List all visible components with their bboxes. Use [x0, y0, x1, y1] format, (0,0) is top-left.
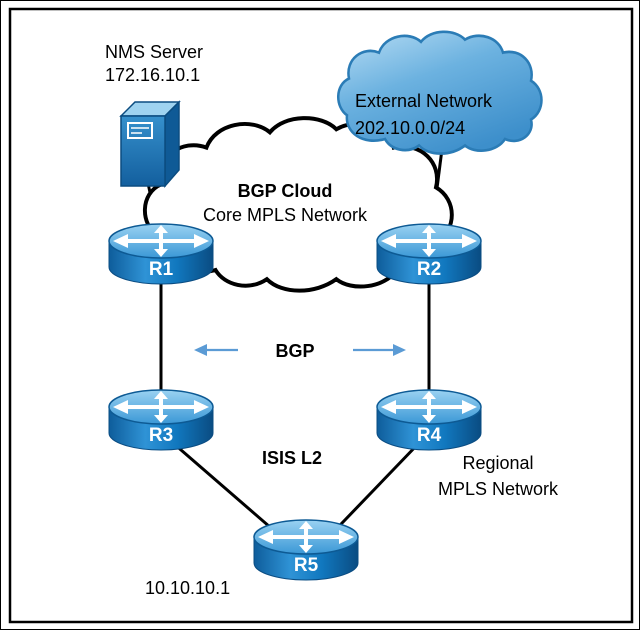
r5-ip-label: 10.10.10.1: [145, 578, 230, 598]
server-icon: [119, 100, 181, 188]
router-r4-label: R4: [417, 425, 442, 446]
bgp-arrow-right-head-icon: [393, 344, 406, 356]
bgp-arrow-left-head-icon: [194, 344, 207, 356]
regional-mpls-label-line2: MPLS Network: [438, 479, 559, 499]
nms-server-label: NMS Server: [105, 42, 203, 62]
bgp-cloud-title: BGP Cloud: [238, 181, 333, 201]
bgp-label: BGP: [275, 341, 314, 361]
server-slot-icon: [127, 122, 153, 139]
node-nms-server: NMS Server 172.16.10.1: [105, 42, 203, 188]
external-network-label: External Network: [355, 91, 493, 111]
node-r3: R3: [107, 388, 215, 452]
bgp-cloud-subtitle: Core MPLS Network: [203, 205, 368, 225]
node-r1: R1: [107, 222, 215, 286]
router-r1-label: R1: [149, 259, 174, 280]
node-r5: R5: [252, 518, 360, 582]
nms-server-ip: 172.16.10.1: [105, 65, 200, 85]
diagram-border: [8, 7, 634, 624]
node-r2: R2: [375, 222, 483, 286]
isis-l2-label: ISIS L2: [262, 448, 322, 468]
router-r5-label: R5: [294, 555, 319, 576]
bgp-annotation: BGP: [194, 341, 406, 361]
router-r2-label: R2: [417, 259, 441, 280]
regional-mpls-label-line1: Regional: [462, 453, 533, 473]
node-r4: R4: [375, 388, 483, 452]
router-r3-label: R3: [149, 425, 173, 446]
external-network-subnet: 202.10.0.0/24: [355, 118, 465, 138]
